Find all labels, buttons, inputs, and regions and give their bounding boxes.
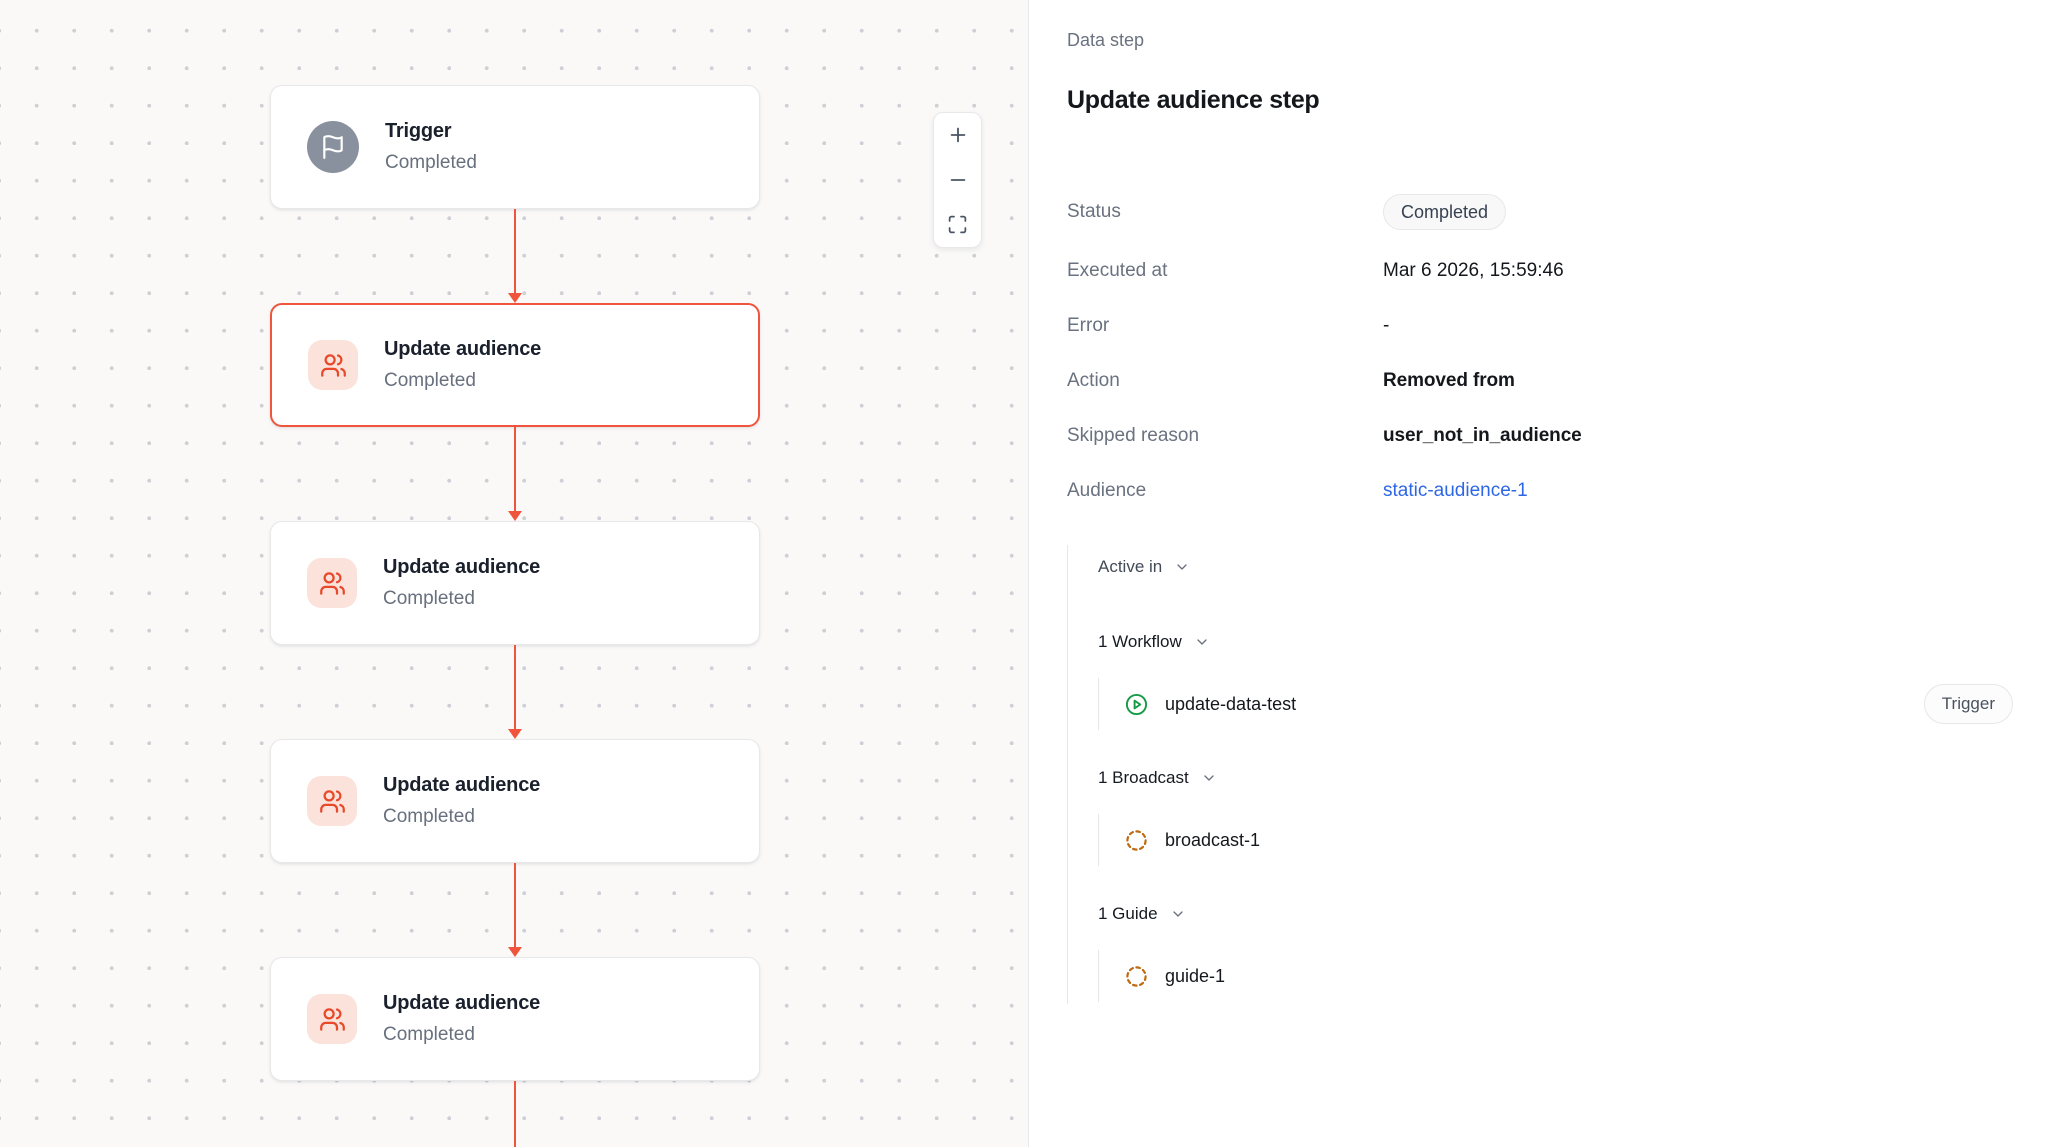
page-title: Update audience step bbox=[1067, 86, 1320, 114]
circle-play-icon bbox=[1125, 693, 1148, 716]
detail-label: Executed at bbox=[1067, 260, 1168, 281]
zoom-toolbar bbox=[933, 112, 982, 248]
status-badge: Completed bbox=[1383, 194, 1507, 230]
flag-icon bbox=[307, 121, 359, 173]
detail-row-skipped-reason: Skipped reason user_not_in_audience bbox=[1067, 422, 2013, 450]
edge-arrow bbox=[508, 209, 522, 303]
node-status: Completed bbox=[385, 152, 477, 173]
node-update-audience-3[interactable]: Update audience Completed bbox=[270, 739, 760, 863]
audience-link[interactable]: static-audience-1 bbox=[1383, 480, 1528, 501]
zoom-out-button[interactable] bbox=[934, 158, 981, 203]
active-in-label: Active in bbox=[1098, 557, 1163, 576]
list-item-broadcast[interactable]: broadcast-1 bbox=[1125, 814, 2013, 866]
group-broadcast-toggle[interactable]: 1 Broadcast bbox=[1098, 766, 2013, 790]
node-text: Update audience Completed bbox=[383, 556, 540, 610]
node-update-audience-4[interactable]: Update audience Completed bbox=[270, 957, 760, 1081]
detail-value: Removed from bbox=[1383, 370, 1515, 391]
detail-value: - bbox=[1383, 315, 1390, 336]
panel-eyebrow: Data step bbox=[1067, 30, 1145, 50]
detail-list: Status Completed Executed at Mar 6 2026,… bbox=[1067, 194, 2013, 505]
item-label: update-data-test bbox=[1165, 693, 1297, 714]
minus-icon bbox=[947, 169, 969, 191]
list-item-guide[interactable]: guide-1 bbox=[1125, 950, 2013, 1002]
chevron-down-icon bbox=[1174, 559, 1190, 575]
detail-label: Audience bbox=[1067, 480, 1147, 501]
group-broadcast: 1 Broadcast broadcast-1 bbox=[1098, 766, 2013, 866]
trigger-badge: Trigger bbox=[1923, 684, 2013, 724]
detail-row-status: Status Completed bbox=[1067, 194, 2013, 230]
detail-value: Mar 6 2026, 15:59:46 bbox=[1383, 260, 1564, 281]
step-details-panel: Data step Update audience step Status Co… bbox=[1028, 0, 2048, 1147]
detail-row-audience: Audience static-audience-1 bbox=[1067, 477, 2013, 505]
node-title: Update audience bbox=[384, 338, 542, 360]
detail-row-error: Error - bbox=[1067, 312, 2013, 340]
node-status: Completed bbox=[383, 806, 475, 827]
chevron-down-icon bbox=[1170, 906, 1186, 922]
detail-label: Error bbox=[1067, 315, 1110, 336]
node-text: Update audience Completed bbox=[384, 338, 541, 392]
detail-label: Status bbox=[1067, 201, 1121, 222]
chevron-down-icon bbox=[1201, 770, 1217, 786]
group-items: broadcast-1 bbox=[1098, 814, 2013, 866]
detail-value: user_not_in_audience bbox=[1383, 425, 1582, 446]
maximize-icon bbox=[947, 214, 968, 235]
active-in-section: Active in 1 Workflow bbox=[1067, 545, 2013, 1004]
edge-line-trailing bbox=[508, 1081, 522, 1147]
node-update-audience-1[interactable]: Update audience Completed bbox=[270, 303, 760, 427]
group-workflow-toggle[interactable]: 1 Workflow bbox=[1098, 630, 2013, 654]
node-status: Completed bbox=[383, 588, 475, 609]
node-update-audience-2[interactable]: Update audience Completed bbox=[270, 521, 760, 645]
node-trigger[interactable]: Trigger Completed bbox=[270, 85, 760, 209]
node-title: Update audience bbox=[383, 992, 541, 1014]
active-in-toggle[interactable]: Active in bbox=[1098, 555, 2013, 579]
detail-row-action: Action Removed from bbox=[1067, 367, 2013, 395]
detail-value: static-audience-1 bbox=[1383, 480, 1528, 502]
detail-row-executed-at: Executed at Mar 6 2026, 15:59:46 bbox=[1067, 257, 2013, 285]
dashed-circle-icon bbox=[1125, 829, 1148, 852]
zoom-in-button[interactable] bbox=[934, 113, 981, 158]
group-label: 1 Guide bbox=[1098, 904, 1158, 923]
fit-view-button[interactable] bbox=[934, 202, 981, 247]
group-label: 1 Workflow bbox=[1098, 632, 1182, 651]
users-icon bbox=[307, 994, 357, 1044]
edge-arrow bbox=[508, 863, 522, 957]
group-workflow: 1 Workflow update-data-test Trigger bbox=[1098, 630, 2013, 730]
edge-arrow bbox=[508, 427, 522, 521]
detail-label: Skipped reason bbox=[1067, 425, 1200, 446]
node-status: Completed bbox=[384, 370, 476, 391]
detail-value: Completed bbox=[1383, 194, 1507, 230]
detail-label: Action bbox=[1067, 370, 1120, 391]
users-icon bbox=[308, 340, 358, 390]
users-icon bbox=[307, 558, 357, 608]
node-title: Update audience bbox=[383, 556, 541, 578]
group-guide-toggle[interactable]: 1 Guide bbox=[1098, 902, 2013, 926]
node-title: Trigger bbox=[385, 120, 452, 142]
dashed-circle-icon bbox=[1125, 965, 1148, 988]
node-text: Update audience Completed bbox=[383, 992, 540, 1046]
item-label: broadcast-1 bbox=[1165, 829, 1261, 850]
item-label: guide-1 bbox=[1165, 965, 1226, 986]
group-items: guide-1 bbox=[1098, 950, 2013, 1002]
workflow-canvas[interactable]: Trigger Completed Update audience Comple… bbox=[0, 0, 1028, 1147]
node-title: Update audience bbox=[383, 774, 541, 796]
plus-icon bbox=[947, 124, 969, 146]
node-status: Completed bbox=[383, 1024, 475, 1045]
node-text: Trigger Completed bbox=[385, 120, 477, 174]
node-text: Update audience Completed bbox=[383, 774, 540, 828]
group-guide: 1 Guide guide-1 bbox=[1098, 902, 2013, 1002]
chevron-down-icon bbox=[1194, 634, 1210, 650]
list-item-workflow[interactable]: update-data-test Trigger bbox=[1125, 678, 2013, 730]
edge-arrow bbox=[508, 645, 522, 739]
group-label: 1 Broadcast bbox=[1098, 768, 1189, 787]
users-icon bbox=[307, 776, 357, 826]
group-items: update-data-test Trigger bbox=[1098, 678, 2013, 730]
